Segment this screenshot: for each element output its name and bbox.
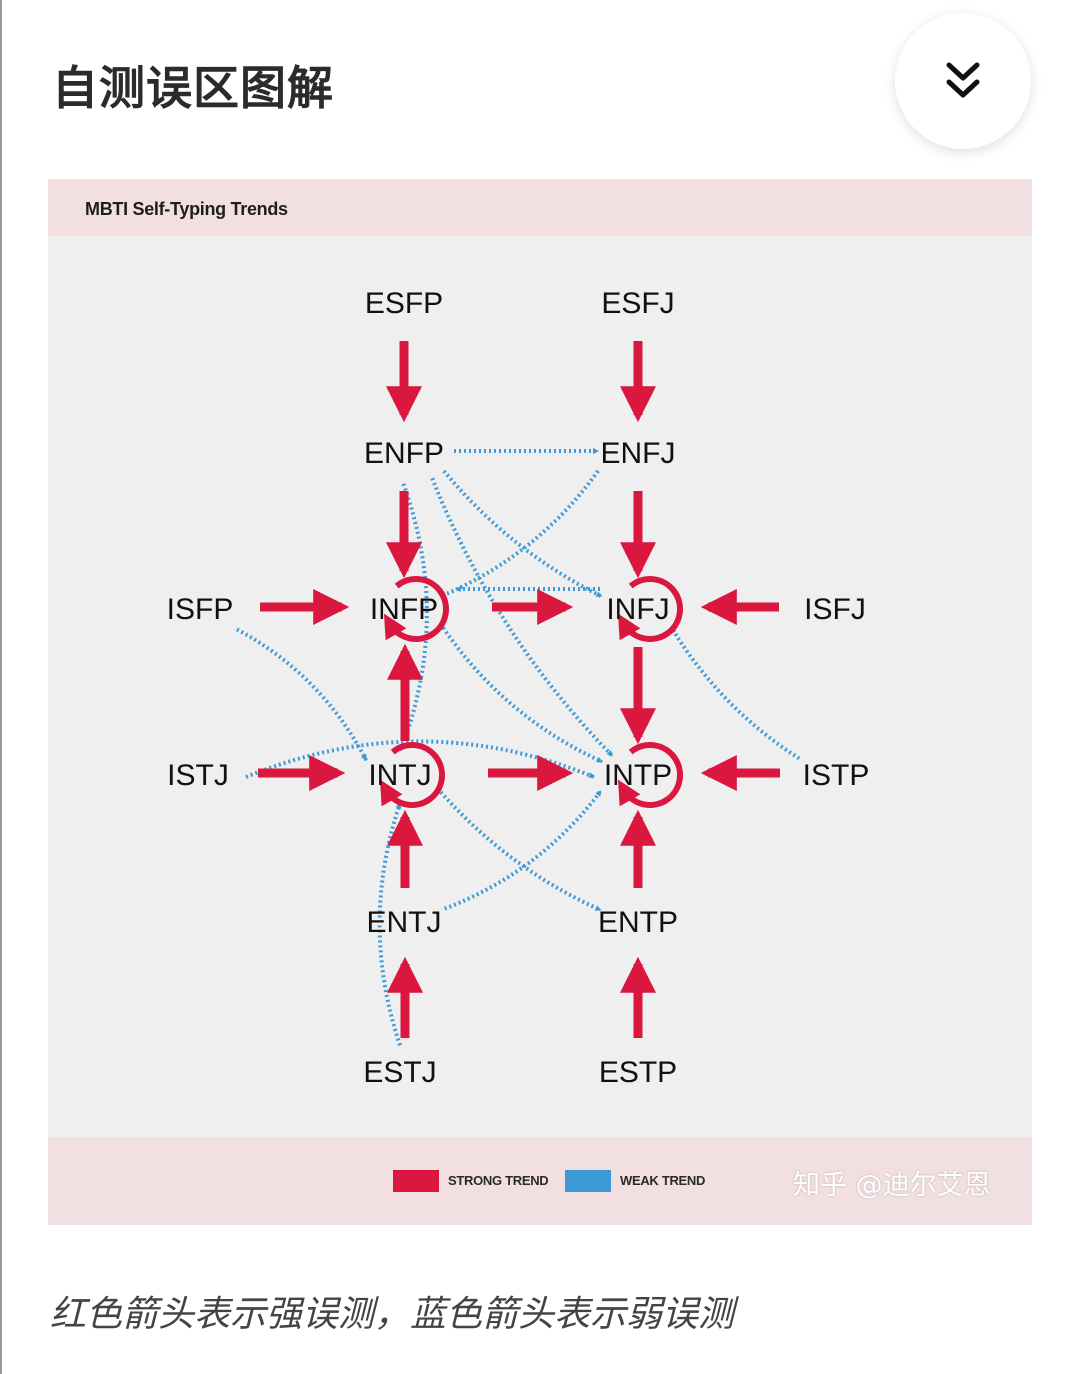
type-label-esfp: ESFP [365,287,443,320]
figure-footer: STRONG TREND WEAK TREND 知乎 @迪尔艾恩 [48,1137,1032,1225]
weak-arrow-ENFJ-INFP [439,469,600,599]
self-loop-INFP [383,576,449,642]
mbti-figure: MBTI Self-Typing Trends ESFP ESFJ ENFP ENFJ… [48,179,1032,1225]
figure-title: MBTI Self-Typing Trends [85,199,288,219]
left-border [0,0,2,1374]
self-loop-INTJ [379,742,445,808]
weak-arrow-ENFP-INTP [430,477,614,758]
weak-arrow-ENFP-INTJ [398,483,429,752]
figure-caption: 红色箭头表示强误测，蓝色箭头表示弱误测 [50,1294,735,1335]
self-loop-INTP [617,742,683,808]
type-label-estj: ESTJ [363,1056,436,1089]
type-label-entj: ENTJ [367,906,442,939]
type-label-istj: ISTJ [167,759,229,792]
legend-strong-swatch [393,1170,439,1192]
type-label-estp: ESTP [599,1056,677,1089]
figure-header: MBTI Self-Typing Trends [48,179,1032,236]
self-loop-INFJ [617,576,683,642]
weak-arrow-ISTP-INFJ [670,626,801,761]
type-label-isfp: ISFP [167,593,234,626]
weak-arrow-ESTJ-INTJ [377,802,402,1046]
weak-arrow-ISFP-INTJ [235,627,368,762]
type-label-enfj: ENFJ [601,437,676,470]
type-label-istp: ISTP [803,759,870,792]
type-label-entp: ENTP [598,906,678,939]
type-label-infj: INFJ [606,593,669,626]
type-label-esfj: ESFJ [601,287,674,320]
type-label-infp: INFP [370,593,438,626]
type-label-isfj: ISFJ [804,593,866,626]
collapse-button[interactable] [895,13,1031,149]
type-label-enfp: ENFP [364,437,444,470]
watermark: 知乎 @迪尔艾恩 [793,1170,991,1201]
weak-arrow-ENFP-INFJ [442,469,603,599]
legend-strong-label: STRONG TREND [448,1173,549,1188]
weak-arrow-INTJ-ENTP [439,790,602,912]
page-title: 自测误区图解 [52,61,334,115]
weak-arrow-INFP-INTP [441,626,604,764]
legend-weak-swatch [565,1170,611,1192]
legend-weak-label: WEAK TREND [620,1173,706,1188]
type-label-intj: INTJ [368,759,431,792]
trend-diagram: ESFP ESFJ ENFP ENFJ ISFP INFP INFJ ISFJ ISTJ INTJ… [167,287,870,1089]
type-label-intp: INTP [604,759,672,792]
double-chevron-down-icon [946,62,980,98]
weak-arrow-ENTJ-INTP [443,789,603,911]
